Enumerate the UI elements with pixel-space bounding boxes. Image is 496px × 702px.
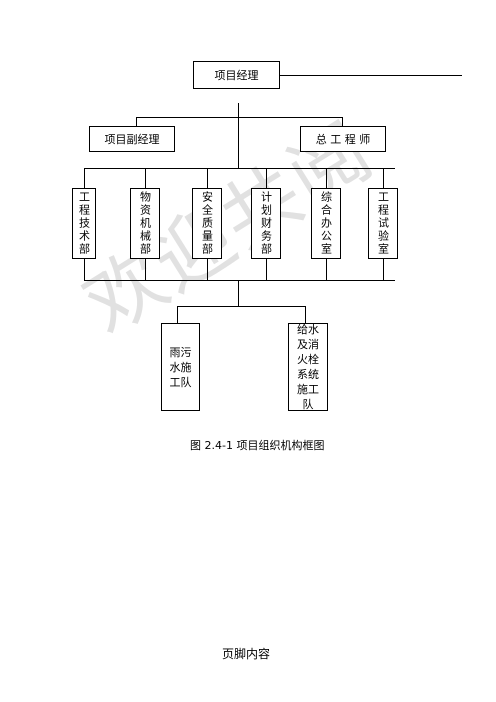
dept-box-3: 安全质量部: [192, 188, 222, 259]
project-manager-label: 项目经理: [214, 68, 259, 82]
deputy-up-line: [136, 117, 137, 126]
chief-engineer-box: 总 工 程 师: [300, 126, 386, 152]
dept-label-2: 物资机械部: [138, 191, 152, 256]
dept-label-1: 工程技术部: [77, 191, 91, 256]
deputy-manager-label: 项目副经理: [104, 132, 160, 146]
dept1-bottom-line: [84, 259, 85, 281]
dept-label-4: 计划财务部: [259, 191, 273, 256]
team-label-2: 给水 及消 火栓 系统 施工 队: [297, 323, 319, 411]
page-footer: 页脚内容: [222, 647, 271, 661]
figure-caption: 图 2.4-1 项目组织机构框图: [190, 439, 325, 452]
dept-box-2: 物资机械部: [130, 188, 160, 259]
dept4-bottom-line: [266, 259, 267, 281]
dept2-bottom-line: [145, 259, 146, 281]
team-box-2: 给水 及消 火栓 系统 施工 队: [288, 323, 328, 411]
dept2-top-line: [145, 168, 146, 188]
team-box-1: 雨污 水施 工队: [161, 323, 200, 411]
dept3-bottom-line: [207, 259, 208, 281]
dept-label-3: 安全质量部: [200, 191, 214, 256]
dept-label-5: 综合办公室: [319, 191, 333, 256]
manager-down-line: [238, 103, 239, 118]
dept6-top-line: [383, 168, 384, 188]
chief-engineer-label: 总 工 程 师: [315, 132, 371, 146]
dept6-bottom-line: [383, 259, 384, 281]
manager-right-line: [280, 75, 462, 76]
dept1-top-line: [84, 168, 85, 188]
level2-bus: [136, 117, 343, 118]
dept-box-5: 综合办公室: [311, 188, 341, 259]
team1-up-line: [177, 306, 178, 323]
dept-box-4: 计划财务部: [251, 188, 281, 259]
dept-top-bus: [84, 168, 395, 169]
dept5-bottom-line: [326, 259, 327, 281]
deputy-manager-box: 项目副经理: [89, 126, 175, 152]
dept-box-1: 工程技术部: [72, 188, 96, 259]
level2-down-line: [238, 117, 239, 169]
dept-box-6: 工程试验室: [368, 188, 398, 259]
chief-up-line: [342, 117, 343, 126]
dept-bottom-bus: [84, 280, 395, 281]
team2-up-line: [305, 306, 306, 323]
dept4-top-line: [266, 168, 267, 188]
team-bus: [177, 306, 305, 307]
dept5-top-line: [326, 168, 327, 188]
team-label-1: 雨污 水施 工队: [169, 345, 192, 389]
dept-bottom-down-line: [238, 280, 239, 307]
dept3-top-line: [207, 168, 208, 188]
project-manager-box: 项目经理: [193, 61, 280, 89]
dept-label-6: 工程试验室: [376, 191, 390, 256]
